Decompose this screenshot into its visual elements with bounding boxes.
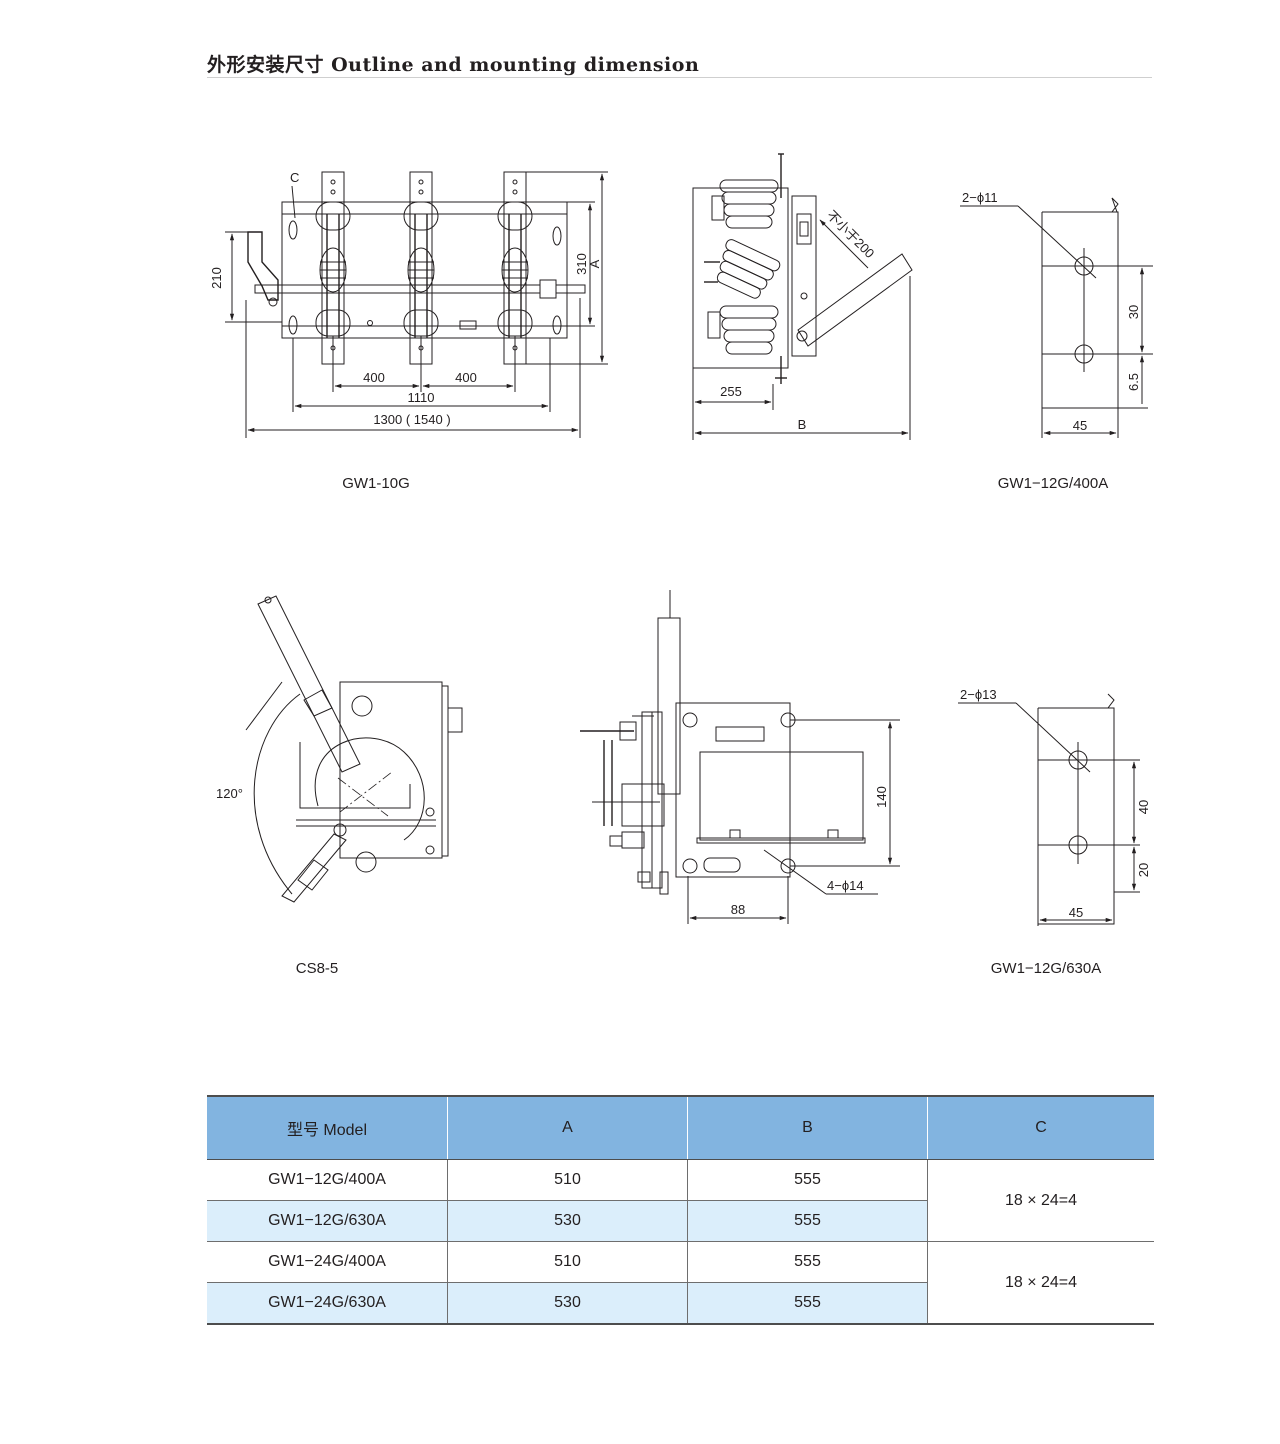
table-row: GW1−24G/630A 530 555 xyxy=(207,1282,1154,1325)
header-c: C xyxy=(927,1095,1154,1160)
cell-a: 510 xyxy=(447,1241,688,1283)
mechanism-front-drawing: 140 88 4−ϕ14 xyxy=(580,590,900,924)
table-row: GW1−12G/400A 510 555 18 × 24=4 xyxy=(207,1159,1154,1242)
dim-310: 310 xyxy=(574,253,589,275)
dim-210: 210 xyxy=(209,267,224,289)
caption-cs8-5: CS8-5 xyxy=(296,960,339,977)
header-a: A xyxy=(447,1095,688,1160)
gw1-12g-630a-drawing: 2−ϕ13 40 20 45 GW1−12G/630A xyxy=(958,687,1151,977)
cs8-5-drawing: 120° CS8-5 xyxy=(216,595,463,977)
dim-45-bottom: 45 xyxy=(1069,905,1083,920)
holes-2-phi13: 2−ϕ13 xyxy=(960,687,997,702)
table-row: GW1−24G/400A 510 555 18 × 24=4 xyxy=(207,1241,1154,1325)
gw1-10g-drawing: C 210 310 A 400 400 1110 1300 ( 1540 ) G… xyxy=(209,170,608,492)
dim-140: 140 xyxy=(874,786,889,808)
cell-b: 555 xyxy=(687,1241,928,1283)
page-title: 外形安装尺寸 Outline and mounting dimension xyxy=(207,54,700,76)
header-model: 型号 Model xyxy=(207,1095,448,1160)
dim-400-left: 400 xyxy=(363,370,385,385)
cell-a: 510 xyxy=(447,1159,688,1201)
dim-255: 255 xyxy=(720,384,742,399)
caption-gw1-12g-400a: GW1−12G/400A xyxy=(998,475,1108,492)
dim-20: 20 xyxy=(1136,863,1151,877)
table-row: GW1−12G/630A 530 555 xyxy=(207,1200,1154,1242)
cell-b: 555 xyxy=(687,1159,928,1201)
cell-b: 555 xyxy=(687,1282,928,1325)
gw1-12g-400a-drawing: 2−ϕ11 30 6.5 45 GW1−12G/400A xyxy=(960,190,1153,492)
cell-model: GW1−12G/630A xyxy=(207,1200,448,1242)
angle-120: 120° xyxy=(216,786,243,801)
dim-88: 88 xyxy=(731,902,745,917)
caption-gw1-10g: GW1-10G xyxy=(342,475,410,492)
dim-30: 30 xyxy=(1126,305,1141,319)
cell-a: 530 xyxy=(447,1200,688,1242)
caption-gw1-12g-630a: GW1−12G/630A xyxy=(991,960,1101,977)
side-view-drawing: 不小于200 255 B xyxy=(692,153,913,440)
dimension-table: 型号 Model A B C GW1−12G/400A 510 555 18 ×… xyxy=(207,1095,1154,1325)
cell-model: GW1−24G/630A xyxy=(207,1282,448,1325)
c-label: C xyxy=(290,170,299,185)
dim-6-5: 6.5 xyxy=(1126,373,1141,391)
holes-2-phi11: 2−ϕ11 xyxy=(962,190,998,205)
cell-b: 555 xyxy=(687,1200,928,1242)
dim-45-top: 45 xyxy=(1073,418,1087,433)
dim-400-right: 400 xyxy=(455,370,477,385)
dim-not-less-200: 不小于200 xyxy=(824,208,878,262)
header-b: B xyxy=(687,1095,928,1160)
dim-1110: 1110 xyxy=(408,390,435,405)
cell-model: GW1−12G/400A xyxy=(207,1159,448,1201)
table-header-row: 型号 Model A B C xyxy=(207,1095,1154,1160)
cell-c: 18 × 24=4 xyxy=(927,1241,1154,1325)
dim-1300: 1300 ( 1540 ) xyxy=(373,412,450,427)
dim-b: B xyxy=(798,417,807,432)
holes-4-phi14: 4−ϕ14 xyxy=(827,878,864,893)
cell-c: 18 × 24=4 xyxy=(927,1159,1154,1242)
dim-40: 40 xyxy=(1136,800,1151,814)
cell-a: 530 xyxy=(447,1282,688,1325)
technical-drawings: C 210 310 A 400 400 1110 1300 ( 1540 ) G… xyxy=(209,153,1153,977)
cell-model: GW1−24G/400A xyxy=(207,1241,448,1283)
title-divider xyxy=(207,77,1152,78)
dim-a: A xyxy=(587,259,602,268)
